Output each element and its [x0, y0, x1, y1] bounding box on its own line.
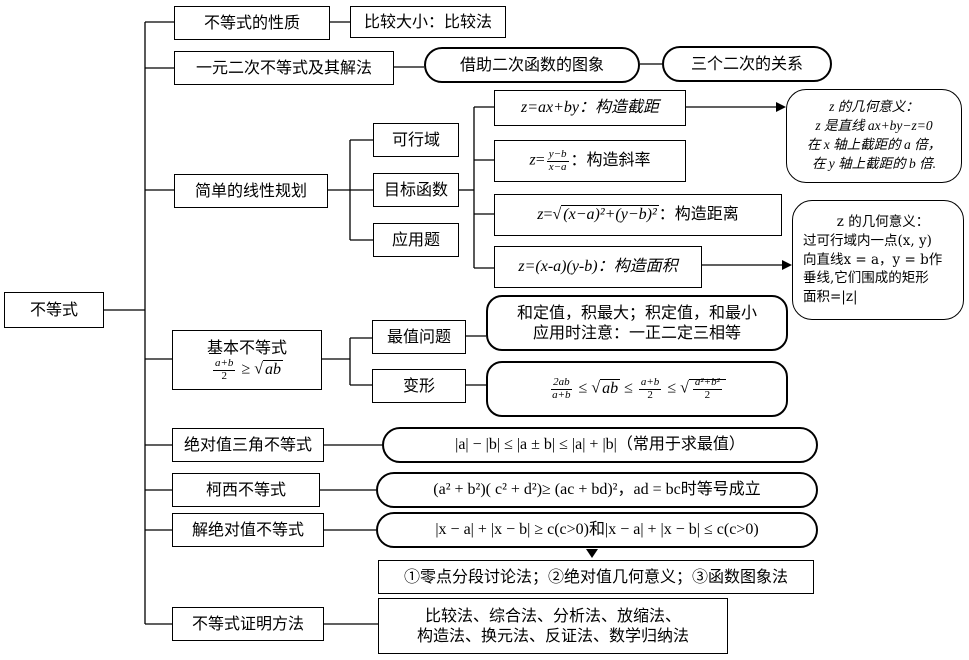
node-objective-function-label: 目标函数: [383, 180, 448, 199]
note-intercept-meaning: z 的几何意义： z 是直线 ax+by−z=0 在 x 轴上截距的 a 倍， …: [786, 89, 962, 183]
node-area: z=(x-a)(y-b)：构造面积: [494, 246, 702, 288]
extremum-rule-line: 应用时注意：一正二定三相等: [532, 323, 741, 342]
node-properties: 不等式的性质: [174, 6, 330, 40]
root-label: 不等式: [29, 300, 78, 319]
node-abs-triangle: 绝对值三角不等式: [172, 428, 324, 462]
node-intercept: z=ax+by：构造截距: [494, 90, 686, 126]
distance-formula: z=√(x−a)²+(y−b)²: [537, 205, 659, 223]
node-three-quadratics-label: 三个二次的关系: [690, 54, 803, 73]
abs-triangle-formula: |a| − |b| ≤ |a ± b| ≤ |a| + |b|（常用于求最值）: [455, 436, 745, 453]
node-objective-function: 目标函数: [373, 173, 459, 207]
node-quadratic-graph: 借助二次函数的图象: [424, 47, 640, 83]
note-intercept-line: z 的几何意义：: [829, 99, 919, 115]
cauchy-formula: (a² + b²)( c² + d²)≥ (ac + bd)²，ad = bc时…: [433, 481, 761, 498]
extremum-rule-line: 和定值，积最大；积定值，和最小: [516, 303, 757, 322]
node-cauchy-label: 柯西不等式: [205, 480, 286, 499]
node-intercept-label: z=ax+by：构造截距: [520, 99, 660, 116]
note-area-line: 垂线,它们围成的矩形: [803, 270, 929, 287]
node-transform-label: 变形: [402, 376, 435, 395]
node-extremum-rule: 和定值，积最大；积定值，和最小 应用时注意：一正二定三相等: [486, 295, 788, 351]
node-feasible-region: 可行域: [373, 123, 459, 157]
node-slope-label: ：构造斜率: [570, 152, 651, 169]
note-area-meaning: z 的几何意义： 过可行域内一点(x, y) 向直线x = a，y = b作 垂…: [792, 200, 964, 320]
proof-list-line: 构造法、换元法、反证法、数学归纳法: [416, 626, 689, 645]
note-area-line: z 的几何意义：: [836, 213, 930, 230]
node-cauchy: 柯西不等式: [172, 473, 320, 507]
node-quadratic-graph-label: 借助二次函数的图象: [459, 55, 604, 74]
node-extremum-label: 最值问题: [386, 327, 451, 346]
solve-abs-formula: |x − a| + |x − b| ≥ c(c>0)和|x − a| + |x …: [435, 521, 759, 538]
note-intercept-line: 在 y 轴上截距的 b 倍.: [811, 155, 937, 171]
node-transform: 变形: [372, 369, 466, 403]
note-area-line: 面积=|z|: [803, 289, 858, 306]
node-proof-methods-label: 不等式证明方法: [191, 614, 304, 633]
node-three-quadratics: 三个二次的关系: [662, 46, 832, 82]
proof-list-line: 比较法、综合法、分析法、放缩法、: [424, 606, 681, 625]
note-area-line: 向直线x = a，y = b作: [803, 251, 943, 268]
node-solve-abs: 解绝对值不等式: [172, 513, 324, 547]
node-quadratic-inequality-label: 一元二次不等式及其解法: [195, 58, 372, 77]
node-distance-label: ：构造距离: [658, 206, 739, 223]
node-cauchy-formula: (a² + b²)( c² + d²)≥ (ac + bd)²，ad = bc时…: [376, 472, 818, 508]
node-comparison-method: 比较大小：比较法: [350, 6, 506, 38]
node-linear-programming-label: 简单的线性规划: [194, 181, 307, 200]
node-linear-programming: 简单的线性规划: [174, 174, 328, 208]
note-intercept-line: 在 x 轴上截距的 a 倍，: [806, 137, 942, 152]
node-basic-inequality-label: 基本不等式: [206, 337, 287, 357]
node-distance: z=√(x−a)²+(y−b)²：构造距离: [494, 194, 782, 236]
node-extremum: 最值问题: [372, 320, 466, 354]
root-node: 不等式: [4, 292, 104, 328]
solve-abs-methods-label: ①零点分段讨论法；②绝对值几何意义；③函数图象法: [403, 567, 788, 586]
node-abs-triangle-formula: |a| − |b| ≤ |a ± b| ≤ |a| + |b|（常用于求最值）: [382, 427, 818, 463]
note-intercept-line: z 是直线 ax+by−z=0: [815, 118, 933, 134]
node-proof-methods: 不等式证明方法: [172, 607, 324, 641]
node-abs-triangle-label: 绝对值三角不等式: [183, 435, 312, 454]
node-solve-abs-methods: ①零点分段讨论法；②绝对值几何意义；③函数图象法: [378, 560, 814, 594]
node-comparison-method-label: 比较大小：比较法: [363, 12, 492, 31]
node-proof-list: 比较法、综合法、分析法、放缩法、 构造法、换元法、反证法、数学归纳法: [378, 598, 728, 654]
note-area-line: 过可行域内一点(x, y): [803, 232, 932, 249]
node-quadratic-inequality: 一元二次不等式及其解法: [174, 51, 394, 85]
node-applications: 应用题: [373, 223, 459, 257]
node-properties-label: 不等式的性质: [203, 13, 300, 32]
node-applications-label: 应用题: [391, 230, 440, 249]
node-solve-abs-formula: |x − a| + |x − b| ≥ c(c>0)和|x − a| + |x …: [376, 512, 818, 548]
node-feasible-region-label: 可行域: [391, 130, 440, 149]
node-area-label: z=(x-a)(y-b)：构造面积: [518, 258, 678, 275]
node-solve-abs-label: 解绝对值不等式: [191, 520, 304, 539]
